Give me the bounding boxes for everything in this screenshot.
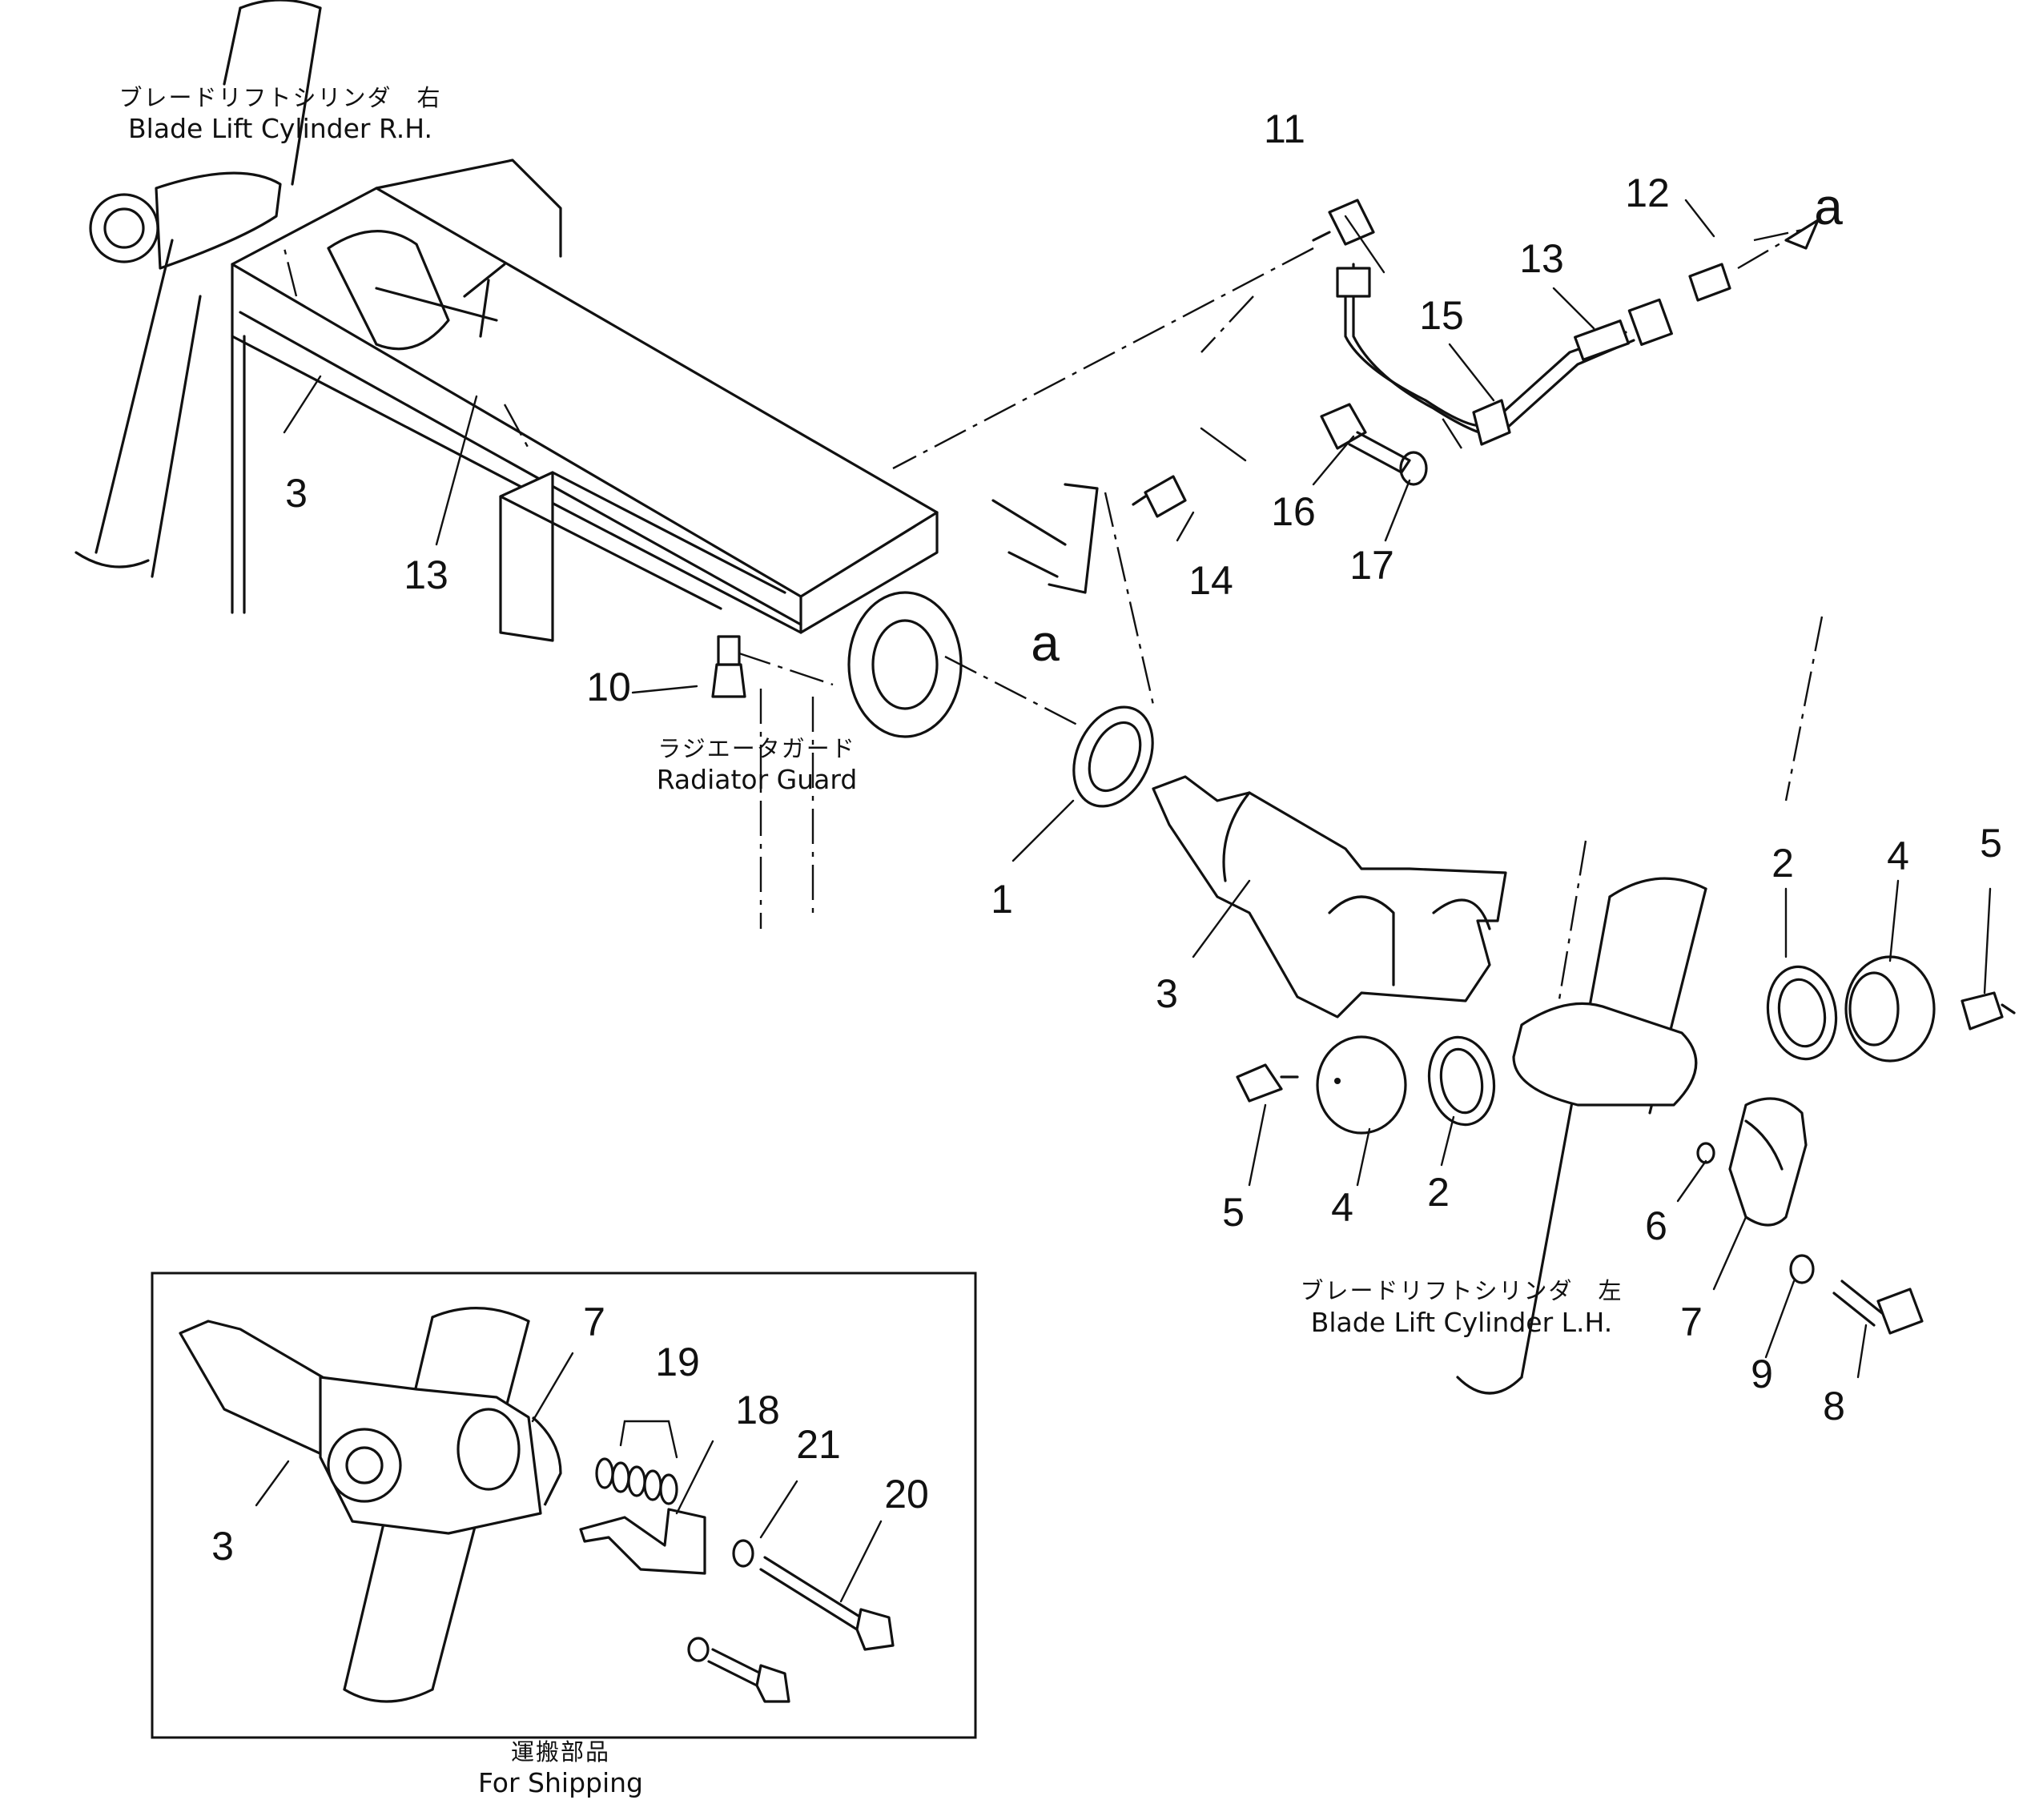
- label-blade-lift-cylinder-rh: ブレードリフトシリンダ 右 Blade Lift Cylinder R.H.: [119, 84, 441, 144]
- callout-18: 18: [735, 1388, 780, 1432]
- blade-lift-cylinder-rh: [74, 0, 322, 578]
- callout-2-right: 2: [1772, 841, 1794, 886]
- grease-fitting-14: [1132, 475, 1187, 518]
- label-cyl-lh-en: Blade Lift Cylinder L.H.: [1311, 1307, 1613, 1338]
- callout-19: 19: [655, 1340, 700, 1384]
- label-cyl-rh-jp: ブレードリフトシリンダ 右: [119, 84, 441, 111]
- collar-4-right: [1844, 955, 1936, 1063]
- label-for-shipping: 運搬部品 For Shipping: [478, 1738, 643, 1798]
- callout-13-top: 13: [404, 552, 448, 597]
- callout-20: 20: [884, 1472, 929, 1517]
- callout-11: 11: [1264, 106, 1305, 151]
- shipping-inset-box: [151, 1272, 977, 1739]
- label-shipping-en: For Shipping: [478, 1767, 643, 1798]
- collar-4-left: [1316, 1035, 1407, 1135]
- label-shipping-jp: 運搬部品: [511, 1738, 610, 1766]
- leader-lines: [255, 199, 1992, 1603]
- callout-7-right: 7: [1680, 1300, 1703, 1344]
- callout-3-inset: 3: [211, 1524, 234, 1569]
- label-radiator-en: Radiator Guard: [657, 764, 858, 795]
- connector-12: [1688, 263, 1731, 302]
- callout-6: 6: [1645, 1203, 1667, 1248]
- ref-letter-a-right: a: [1814, 178, 1843, 235]
- callout-3-top: 3: [285, 471, 308, 516]
- bushing-2-left: [1427, 1035, 1496, 1127]
- ref-letter-a-center: a: [1031, 614, 1060, 672]
- grease-tube-assembly: [1336, 263, 1673, 446]
- callout-9: 9: [1751, 1352, 1773, 1396]
- callout-4-left: 4: [1331, 1185, 1353, 1230]
- callout-numbers: 3 13 10 11 12 13 15 16 17 14 1 3 5 4 2 2…: [211, 106, 2002, 1569]
- label-blade-lift-cylinder-lh: ブレードリフトシリンダ 左 Blade Lift Cylinder L.H.: [1300, 1277, 1623, 1338]
- bolt-shipping: [687, 1637, 790, 1703]
- callout-12: 12: [1625, 171, 1670, 215]
- callout-17: 17: [1349, 543, 1394, 588]
- callout-4-right: 4: [1887, 834, 1909, 878]
- grease-fitting-5-right: [1961, 991, 2016, 1031]
- trunnion-beam: [231, 159, 1099, 738]
- bolt-8: [1832, 1280, 1924, 1335]
- washer-21: [732, 1539, 754, 1568]
- callout-2-left: 2: [1427, 1170, 1450, 1215]
- label-cyl-lh-jp: ブレードリフトシリンダ 左: [1300, 1277, 1623, 1304]
- plug-6: [1696, 1142, 1715, 1164]
- callout-1: 1: [991, 877, 1013, 922]
- bracket-18: [579, 1508, 706, 1575]
- callout-5-left: 5: [1222, 1190, 1245, 1235]
- cap-3-middle: [1152, 775, 1507, 1018]
- washer-17: [1399, 451, 1428, 486]
- label-radiator-guard: ラジエータガード Radiator Guard: [657, 735, 858, 795]
- callout-13-right: 13: [1519, 236, 1564, 281]
- callout-15: 15: [1419, 293, 1464, 338]
- callout-8: 8: [1823, 1384, 1845, 1428]
- callout-7-inset: 7: [583, 1300, 605, 1344]
- spring-19: [595, 1457, 678, 1505]
- label-radiator-jp: ラジエータガード: [658, 735, 855, 762]
- grease-fitting-5-left: [1236, 1063, 1299, 1103]
- label-cyl-rh-en: Blade Lift Cylinder R.H.: [128, 113, 432, 144]
- centre-lines: [283, 227, 1824, 1082]
- callout-3-middle: 3: [1156, 971, 1178, 1016]
- callout-16: 16: [1271, 489, 1316, 534]
- washer-9: [1789, 1254, 1815, 1284]
- cap-7: [1728, 1097, 1808, 1227]
- grease-fitting-10: [711, 635, 746, 698]
- callout-10: 10: [586, 665, 631, 709]
- bushing-1: [1072, 705, 1154, 808]
- callout-14: 14: [1188, 558, 1233, 603]
- arrow-to-a: [1737, 219, 1820, 270]
- callout-21: 21: [796, 1422, 841, 1467]
- bolt-16: [1320, 403, 1411, 474]
- elbow-11: [1312, 199, 1375, 246]
- bushing-2-right: [1766, 965, 1838, 1061]
- bolt-20: [759, 1556, 895, 1651]
- blade-lift-cylinder-lh: [1456, 877, 1707, 1395]
- callout-5-right: 5: [1980, 821, 2002, 866]
